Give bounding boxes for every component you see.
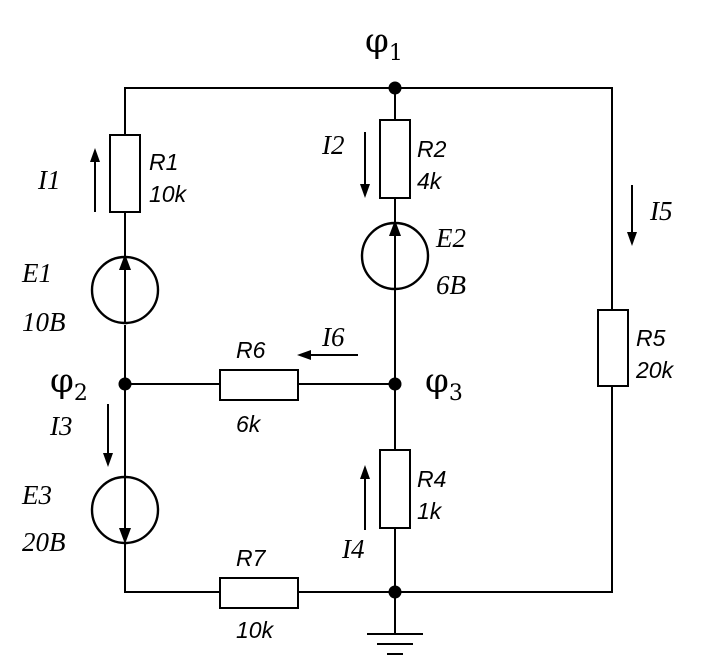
r2-name: R2 bbox=[417, 136, 447, 162]
r1-name: R1 bbox=[149, 149, 178, 175]
current-arrow-i4 bbox=[360, 465, 370, 530]
resistor-r2 bbox=[379, 119, 411, 199]
r7-name: R7 bbox=[236, 545, 267, 571]
r2-value: 4k bbox=[417, 168, 443, 194]
i6-label: I6 bbox=[321, 322, 345, 352]
e1-name: E1 bbox=[21, 258, 52, 288]
i5-label: I5 bbox=[649, 196, 673, 226]
node-phi3-dot bbox=[388, 377, 402, 391]
node-phi1-label: φ1 bbox=[365, 21, 403, 66]
e3-value: 20B bbox=[22, 527, 66, 557]
r6-name: R6 bbox=[236, 337, 266, 363]
resistor-r7 bbox=[219, 577, 299, 609]
source-e1 bbox=[90, 254, 160, 325]
node-phi1-dot bbox=[388, 81, 402, 95]
current-arrow-i3 bbox=[103, 404, 113, 467]
e3-name: E3 bbox=[21, 480, 52, 510]
node-phi2-dot bbox=[118, 377, 132, 391]
current-arrow-i1 bbox=[90, 148, 100, 212]
ground-icon bbox=[367, 633, 423, 655]
wires bbox=[124, 87, 613, 633]
resistor-r4 bbox=[379, 449, 411, 529]
r5-name: R5 bbox=[636, 325, 666, 351]
r4-value: 1k bbox=[417, 498, 443, 524]
e1-value: 10B bbox=[22, 307, 66, 337]
e2-name: E2 bbox=[435, 223, 466, 253]
resistor-r1 bbox=[109, 134, 141, 213]
node-phi3-label: φ3 bbox=[425, 361, 463, 406]
current-arrow-i6 bbox=[297, 350, 358, 360]
e2-value: 6B bbox=[436, 270, 466, 300]
i4-label: I4 bbox=[341, 534, 365, 564]
r7-value: 10k bbox=[236, 617, 275, 643]
source-e3 bbox=[90, 475, 160, 545]
current-arrow-i5 bbox=[627, 185, 637, 246]
node-phi2-label: φ2 bbox=[50, 361, 88, 406]
resistor-r6 bbox=[219, 369, 299, 401]
i1-label: I1 bbox=[37, 165, 61, 195]
r1-value: 10k bbox=[149, 181, 188, 207]
i3-label: I3 bbox=[49, 411, 73, 441]
resistor-r5 bbox=[597, 309, 629, 387]
node-ground-dot bbox=[388, 585, 402, 599]
left-wire-bottom bbox=[124, 544, 221, 593]
i2-label: I2 bbox=[321, 130, 345, 160]
r5-value: 20k bbox=[635, 357, 675, 383]
r6-value: 6k bbox=[236, 411, 262, 437]
r4-name: R4 bbox=[417, 466, 446, 492]
source-e2 bbox=[360, 220, 430, 291]
current-arrow-i2 bbox=[360, 132, 370, 198]
